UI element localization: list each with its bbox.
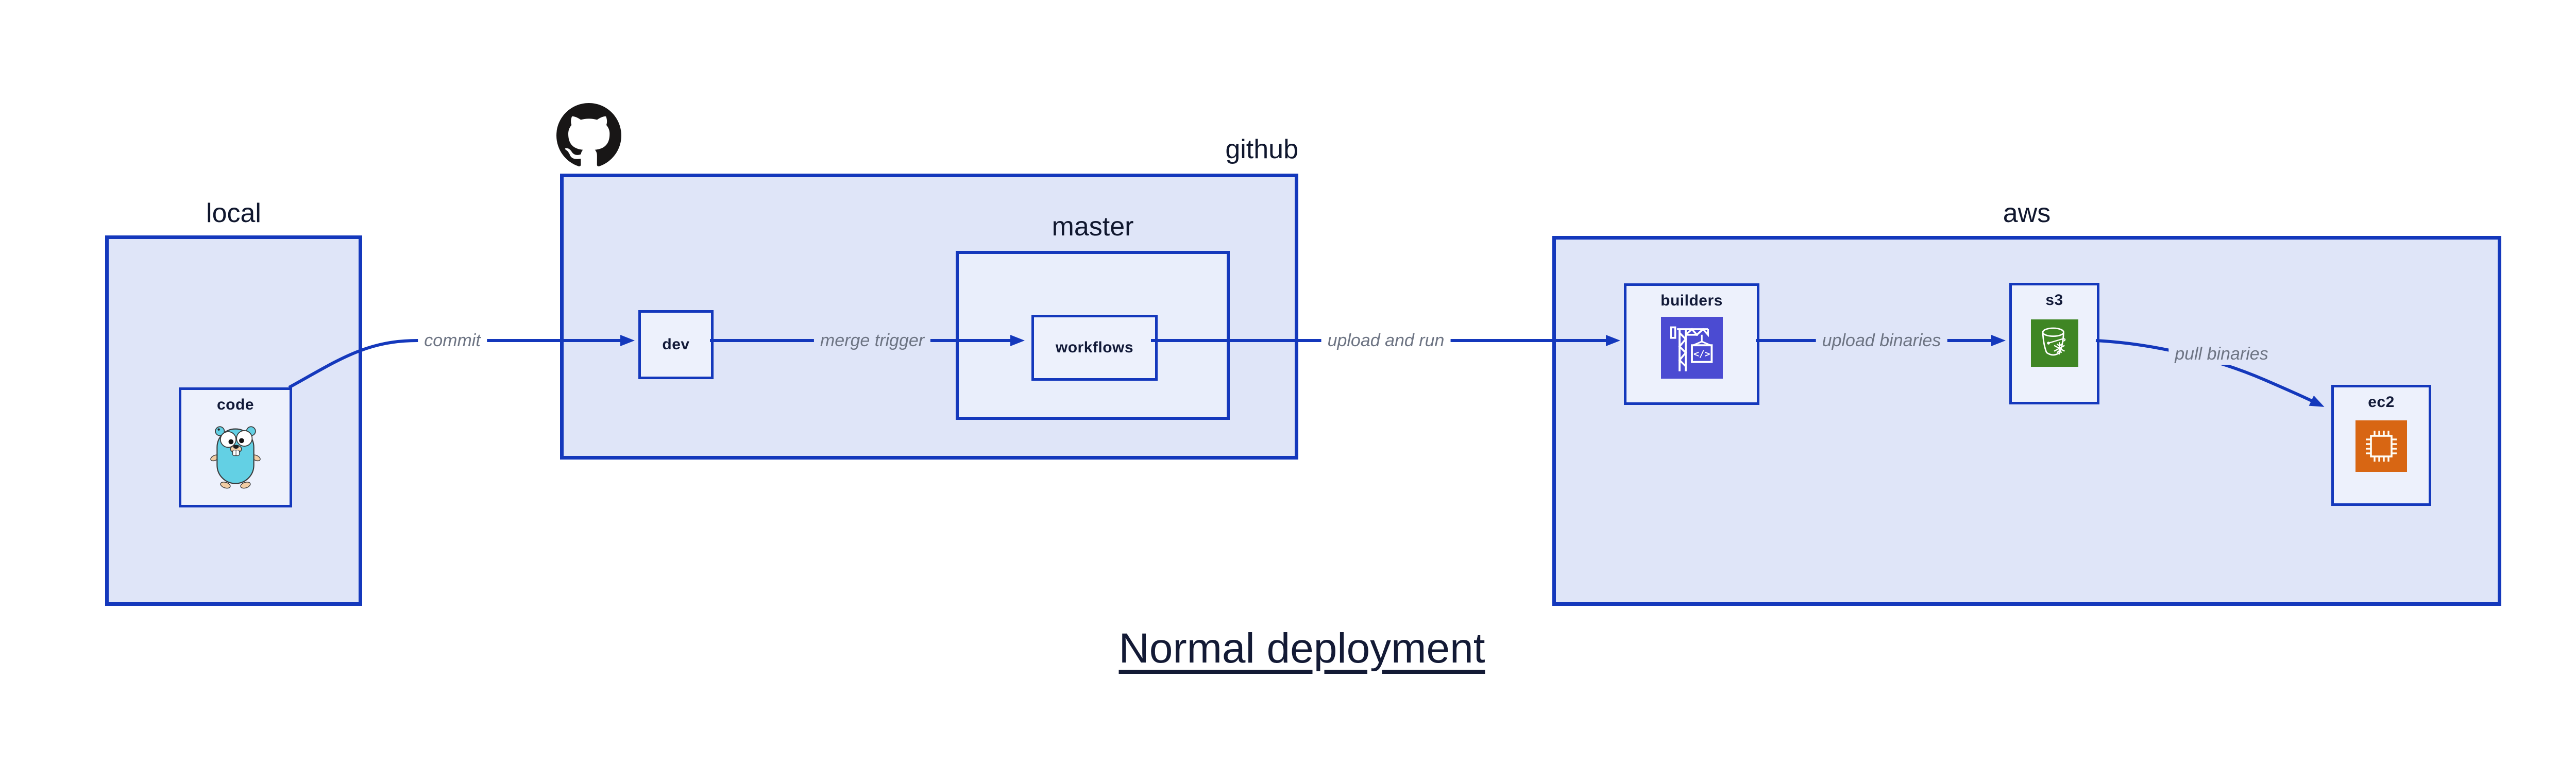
- edge-label-upload-binaries: upload binaries: [1816, 330, 1947, 351]
- edge-label-commit: commit: [418, 330, 487, 351]
- node-code: code: [179, 387, 292, 507]
- group-box-aws: builders </> s3: [1552, 236, 2501, 606]
- group-label-master: master: [1052, 212, 1134, 242]
- node-label-s3: s3: [2045, 292, 2063, 309]
- code-glyph: </>: [1693, 349, 1710, 360]
- group-label-aws: aws: [2003, 198, 2051, 228]
- node-label-workflows: workflows: [1055, 339, 1134, 356]
- codebuild-crane-icon: </>: [1660, 317, 1723, 379]
- node-dev: dev: [638, 310, 714, 379]
- group-box-local: code: [105, 235, 362, 606]
- node-label-builders: builders: [1660, 292, 1723, 309]
- group-label-local: local: [206, 198, 261, 228]
- node-s3: s3: [2009, 283, 2099, 404]
- edge-pull-binaries: [2095, 339, 2325, 407]
- node-builders: builders </>: [1624, 283, 1759, 405]
- group-label-github: github: [1225, 134, 1298, 164]
- node-label-ec2: ec2: [2368, 394, 2395, 411]
- ec2-chip-icon: [2355, 420, 2407, 472]
- group-box-master: workflows: [956, 251, 1230, 420]
- group-box-github: dev master workflows: [560, 174, 1298, 460]
- edge-commit: [288, 335, 635, 389]
- github-octocat-icon: [556, 103, 621, 166]
- s3-bucket-icon: [2030, 319, 2078, 367]
- edge-label-merge-trigger: merge trigger: [814, 330, 931, 351]
- node-workflows: workflows: [1031, 315, 1158, 381]
- node-label-code: code: [216, 396, 255, 413]
- edge-label-pull-binaries: pull binaries: [2168, 343, 2275, 365]
- node-ec2: ec2: [2331, 385, 2431, 506]
- diagram-title: Normal deployment: [1118, 625, 1485, 672]
- go-gopher-icon: [210, 426, 261, 489]
- node-label-dev: dev: [662, 336, 690, 353]
- edge-label-upload-and-run: upload and run: [1321, 330, 1451, 351]
